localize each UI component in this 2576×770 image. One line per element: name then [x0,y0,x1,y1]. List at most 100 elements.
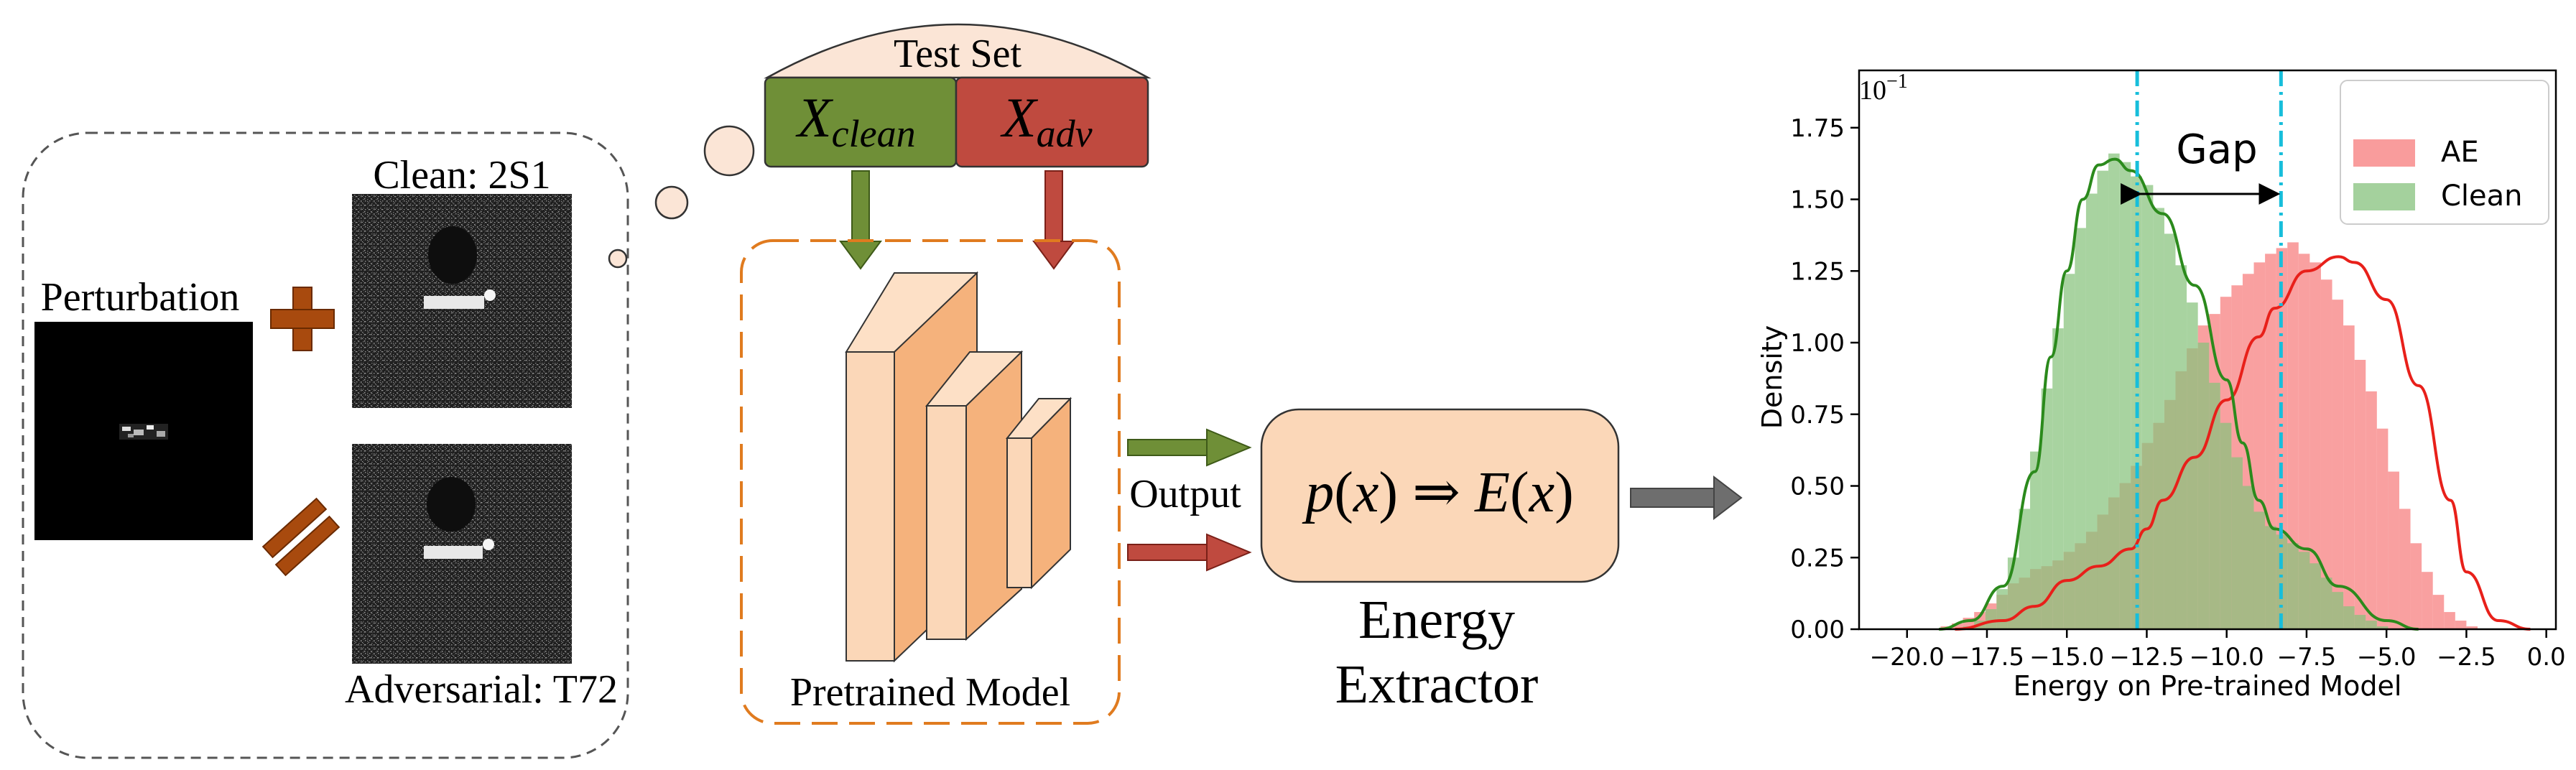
x-tick-label: −7.5 [2277,643,2337,672]
hist-bar [2466,626,2478,629]
kde-line-ae [1955,255,2531,631]
model-dashed-box [740,239,1121,725]
hist-bar [2309,262,2321,629]
hist-bar [2097,170,2109,630]
hist-bar [2410,543,2422,629]
y-tick-label: 0.00 [1790,616,1845,644]
hist-bar [2354,615,2366,629]
thought-bubble-medium [654,185,689,220]
test-set-dome [764,23,1152,79]
y-tick-label: 0.75 [1790,401,1845,430]
gap-label: Gap [2176,126,2257,173]
x-adv-label: Xadv [1000,86,1093,155]
hist-bar [2231,457,2243,629]
hist-bar [2276,534,2288,629]
x-adv-subscript: adv [1037,112,1093,155]
hist-bar [2063,274,2075,629]
hist-bar [2085,193,2098,629]
hist-bar [2366,391,2377,629]
hist-bar [2019,509,2031,629]
y-axis-label: Density [1756,325,1788,429]
hist-bar [2030,451,2042,629]
x-tick-label: −15.0 [2029,643,2104,672]
adversarial-label: Adversarial: T72 [345,667,618,712]
hist-bar [2376,626,2389,629]
hist-bar [2075,228,2086,629]
perturbation-image [34,322,253,540]
perturbation-panel: Clean: 2S1 Perturbation [22,125,755,759]
hist-bar [2320,279,2332,629]
test-set-title: Test Set [894,32,1022,76]
legend-label-ae: AE [2441,136,2479,169]
hist-bar [2265,526,2276,629]
legend-swatch-clean [2353,183,2415,210]
legend-swatch-ae [2353,139,2415,167]
hist-bar [2153,208,2164,629]
model-label: Pretrained Model [790,670,1070,715]
extractor-box [1260,408,1620,583]
hist-bar [2332,300,2344,629]
hist-bar [2298,552,2310,629]
x-axis-label: Energy on Pre-trained Model [2014,670,2402,702]
hist-bar [1952,623,1963,629]
x-tick-label: −20.0 [1870,643,1945,672]
output-label: Output [1129,472,1241,516]
hist-bar [2343,325,2355,629]
hist-bar [2444,612,2455,629]
model-layer-3 [1005,396,1072,590]
hist-bar [2253,511,2266,629]
y-ticks: 0.000.250.500.751.001.251.501.75 [1790,114,1859,644]
chart-plot-layer [1939,70,2531,631]
hist-bar [2175,265,2187,629]
x-tick-label: −17.5 [1950,643,2024,672]
hist-bar [2141,185,2154,630]
hist-bar [2209,382,2220,629]
equals-icon [261,497,340,577]
x-tick-label: −12.5 [2109,643,2184,672]
hist-bar [2242,486,2254,629]
y-tick-label: 0.25 [1790,544,1845,572]
chart-legend: AE Clean [2340,80,2549,225]
hist-bar [2309,563,2321,629]
hist-bar [2187,302,2198,629]
pretrained-model: Pretrained Model [740,239,1121,725]
hist-bar [2366,621,2377,629]
y-multiplier-exponent: −1 [1886,70,1908,93]
thought-bubble-small [608,249,628,269]
hist-bar [1985,609,1997,629]
hist-bar [1996,589,2008,629]
gap-annotation: Gap [2121,126,2281,205]
hist-bar [2432,595,2445,629]
plus-icon [270,287,335,351]
to-chart-arrow [1630,475,1743,521]
energy-extractor: p(x) ⇒ E(x) Energy Extractor [1260,408,1743,715]
hist-bar [2320,578,2332,629]
legend-label-clean: Clean [2441,180,2523,213]
x-tick-label: 0.0 [2527,643,2566,672]
x-adv-box [955,76,1149,168]
extractor-formula: p(x) ⇒ E(x) [1302,461,1574,524]
clean-down-arrow [839,170,882,270]
hist-bar [2119,162,2131,629]
y-multiplier: 10−1 [1859,70,1908,106]
hist-bar [2041,388,2053,629]
x-tick-label: −2.5 [2437,643,2496,672]
y-tick-label: 0.50 [1790,473,1845,501]
clean-label: Clean: 2S1 [373,153,550,198]
test-set: Test Set Xclean Xadv [764,23,1152,270]
x-clean-label: Xclean [795,86,916,155]
thought-bubble-large [703,125,755,177]
adv-down-arrow [1032,170,1075,270]
y-tick-label: 1.00 [1790,329,1845,358]
clean-sar-image [352,194,572,408]
perturbation-label: Perturbation [41,275,240,320]
x-tick-label: −10.0 [2190,643,2264,672]
adversarial-sar-image [352,444,572,664]
thought-bubble-border [22,131,629,759]
hist-bar [2287,242,2299,629]
hist-bar [2108,153,2120,629]
x-clean-subscript: clean [832,112,916,155]
